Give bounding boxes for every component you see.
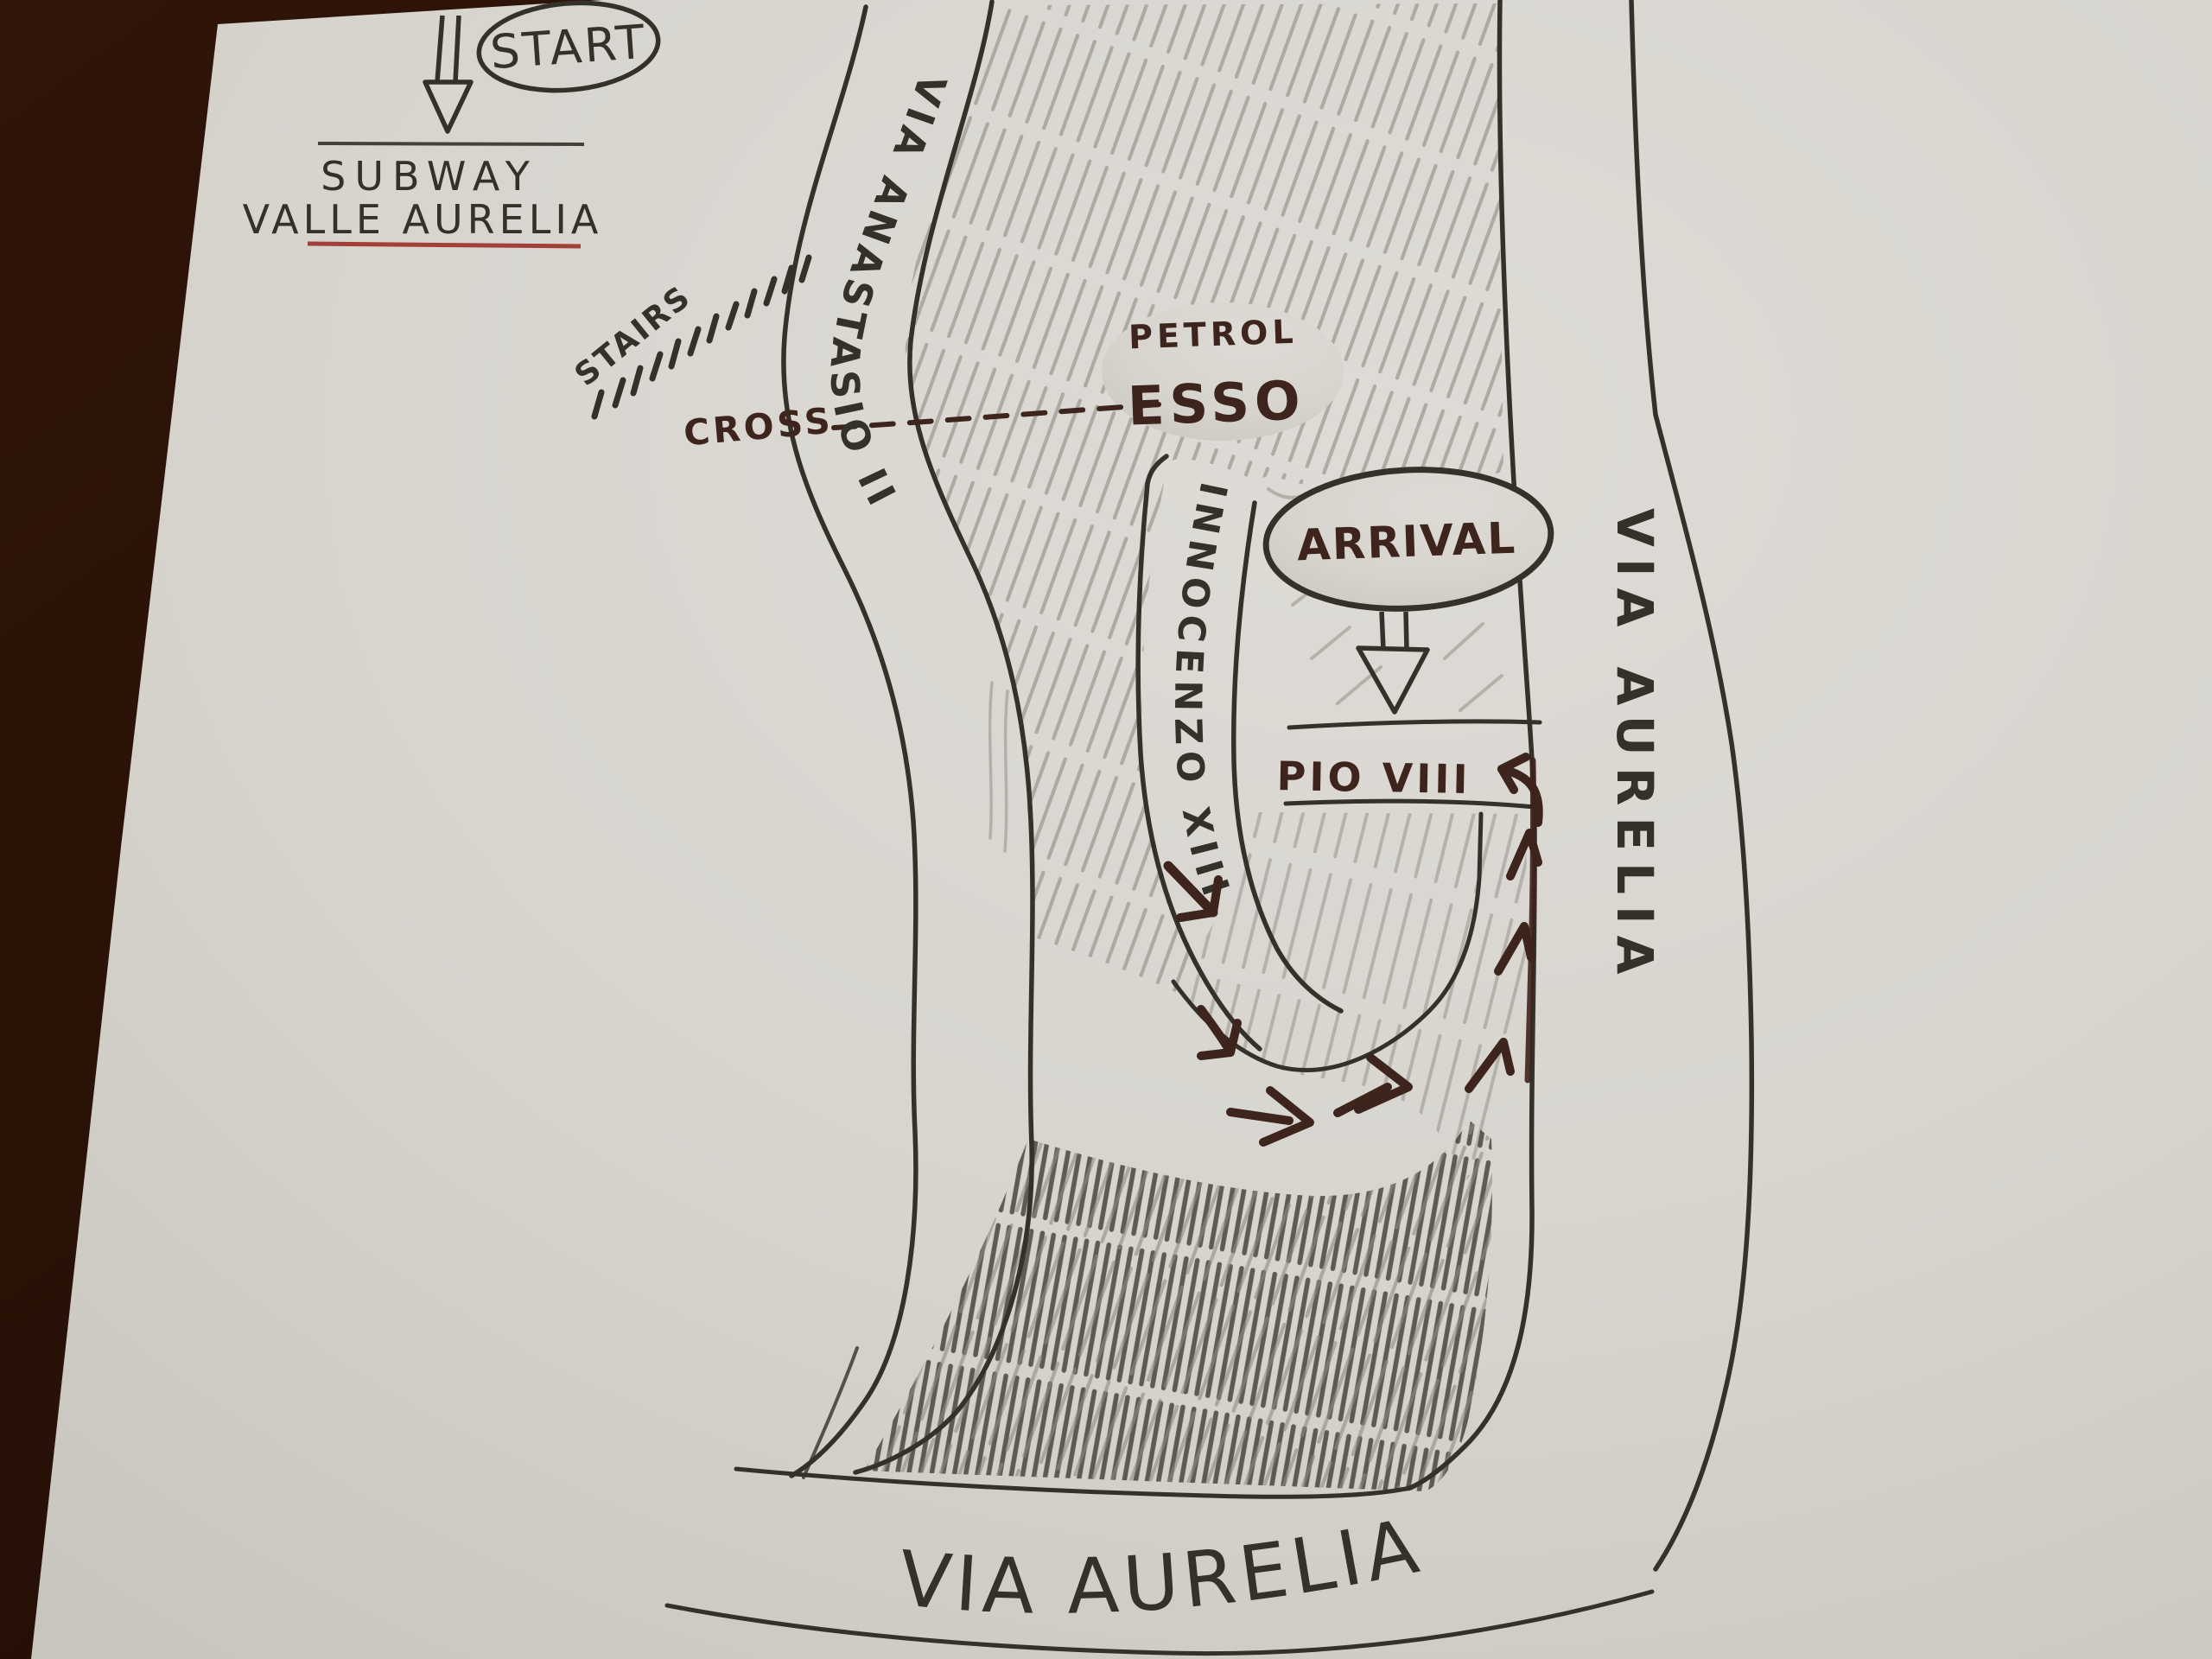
hatch-block-top <box>905 3 1503 992</box>
start-oval <box>476 0 661 93</box>
subway-label: SUBWAY <box>321 153 538 200</box>
arrival-oval <box>1262 467 1554 612</box>
subway-red-underline <box>307 241 582 249</box>
road-via-anastasio-left-edge <box>781 4 918 1478</box>
route-arrow-icon <box>1226 1086 1314 1147</box>
route-arrows <box>1163 753 1543 1147</box>
route-arrow-icon <box>1465 1038 1515 1093</box>
route-arrow-icon <box>1333 1053 1413 1117</box>
arrival-marker: ARRIVAL PIO VIII <box>1262 467 1554 803</box>
road-innocenzo-left-edge <box>1135 454 1262 1052</box>
pio-viii-label: PIO VIII <box>1276 753 1471 803</box>
via-aurelia-right-label: VIA AURELIA <box>1605 508 1664 985</box>
road-via-anastasio-right-edge <box>853 0 1035 1475</box>
arrival-arrow-icon <box>1356 611 1430 715</box>
arrival-label: ARRIVAL <box>1296 513 1517 571</box>
hatch-blocks <box>864 3 1528 1491</box>
petrol-brand-label: ESSO <box>1127 368 1306 437</box>
road-via-aurelia-bottom-top-edge <box>734 1466 1413 1499</box>
road-via-aurelia-right-edge <box>1629 0 1755 1572</box>
road-via-aurelia-bottom-bottom-edge <box>664 1589 1655 1656</box>
start-label: START <box>488 15 649 80</box>
route-arrow-icon <box>1197 1005 1242 1060</box>
road-innocenzo-right-edge <box>1231 500 1344 1014</box>
petrol-label: PETROL <box>1128 313 1298 357</box>
street-pio-viii-bottom-edge <box>1283 798 1537 810</box>
roads <box>664 0 1755 1656</box>
street-pio-viii-top-edge <box>1287 719 1542 730</box>
petrol-text-gap <box>1102 302 1344 441</box>
pencil-wiggle <box>1003 690 1009 853</box>
hatch-block-bottom-pencil <box>864 1120 1492 1491</box>
start-marker: START SUBWAY VALLE AURELIA <box>243 0 661 249</box>
start-arrow-icon <box>423 15 474 134</box>
route-overdrawn-edge <box>1524 757 1537 1084</box>
subway-station-label: VALLE AURELIA <box>243 196 603 243</box>
hatch-block-middle <box>1179 812 1528 1182</box>
route-arrow-icon <box>1163 861 1223 922</box>
pencil-wiggle <box>988 681 994 840</box>
stairs-ticks-icon <box>591 254 812 420</box>
subway-top-rule <box>317 142 585 146</box>
road-stray-stroke <box>802 1346 859 1479</box>
cross-dashed-line <box>831 402 1162 430</box>
